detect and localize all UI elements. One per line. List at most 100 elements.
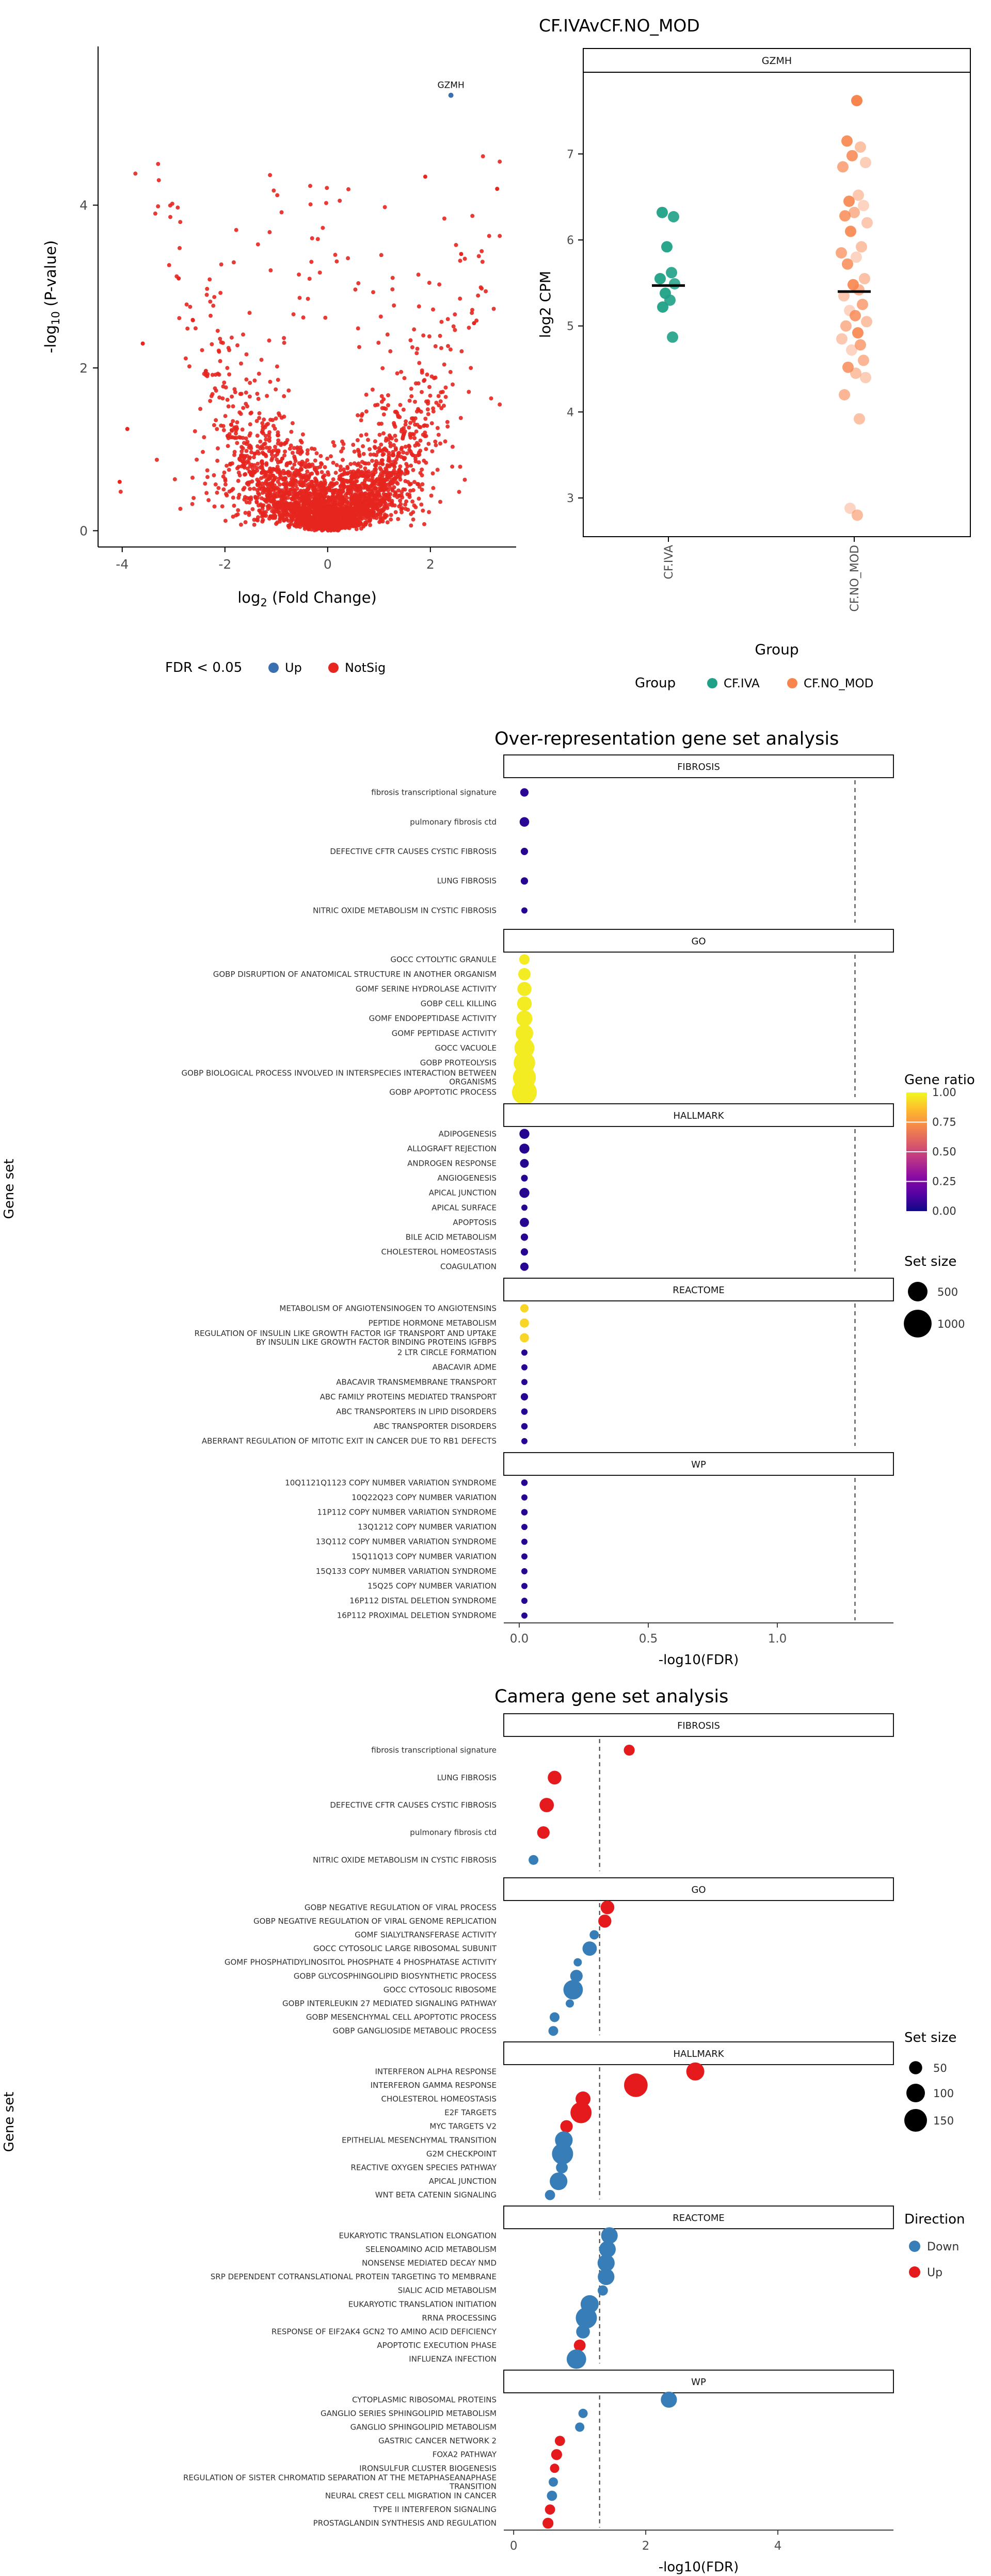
volcano-point [252, 463, 257, 468]
volcano-point [381, 431, 386, 436]
volcano-point [202, 372, 206, 376]
volcano-point [246, 460, 251, 465]
gene-set-label: CHOLESTEROL HOMEOSTASIS [381, 1247, 497, 1257]
volcano-point [390, 276, 395, 280]
volcano-point [274, 448, 278, 453]
volcano-point [308, 202, 313, 207]
volcano-point [205, 372, 210, 376]
volcano-point [388, 349, 393, 353]
volcano-point [326, 470, 330, 475]
volcano-point [410, 345, 414, 349]
volcano-point [405, 451, 409, 456]
y-axis-title: Gene set [2, 1159, 17, 1219]
volcano-point [251, 471, 256, 475]
volcano-point [359, 522, 363, 526]
volcano-point [378, 314, 383, 319]
volcano-point [299, 495, 304, 500]
volcano-point [313, 527, 318, 532]
gene-set-point [521, 1479, 528, 1486]
expression-point [846, 150, 858, 162]
volcano-point [398, 477, 403, 482]
volcano-point [217, 349, 221, 354]
volcano-point [371, 489, 375, 493]
volcano-point [381, 412, 386, 417]
volcano-point [411, 418, 416, 423]
volcano-point [243, 520, 248, 524]
volcano-point [445, 420, 450, 424]
volcano-point [393, 510, 398, 514]
volcano-point [386, 482, 390, 487]
volcano-point [457, 490, 461, 494]
volcano-point [365, 486, 370, 490]
expression-point [837, 161, 849, 173]
volcano-point [289, 506, 293, 511]
volcano-point [385, 332, 390, 337]
gene-set-label: NITRIC OXIDE METABOLISM IN CYSTIC FIBROS… [313, 906, 497, 915]
volcano-point [356, 497, 361, 502]
volcano-point [408, 436, 413, 440]
x-axis-title: Group [755, 641, 798, 658]
volcano-point [190, 318, 195, 322]
x-axis-tick-label: 0 [510, 2539, 518, 2553]
gene-set-label: REGULATION OF SISTER CHROMATID SEPARATIO… [183, 2473, 497, 2491]
volcano-point [403, 429, 407, 433]
volcano-point [299, 467, 304, 472]
volcano-point [373, 493, 378, 498]
volcano-point [257, 372, 261, 376]
ora-section-title: Over-representation gene set analysis [494, 729, 839, 749]
volcano-point [487, 234, 491, 238]
volcano-point [368, 452, 373, 457]
volcano-point [357, 484, 361, 488]
volcano-point [431, 406, 436, 411]
volcano-point [269, 458, 274, 462]
expression-point [849, 206, 860, 218]
volcano-point [373, 504, 377, 508]
volcano-point [281, 471, 286, 476]
volcano-point [318, 513, 323, 518]
gene-set-point [556, 2162, 568, 2174]
camera-section-title: Camera gene set analysis [494, 1686, 729, 1707]
volcano-point [389, 473, 393, 478]
volcano-point [390, 453, 395, 458]
volcano-point [419, 409, 423, 414]
volcano-point [421, 333, 426, 338]
volcano-point [237, 473, 242, 478]
volcano-point [267, 230, 272, 234]
gene-set-label: GOBP APOPTOTIC PROCESS [389, 1088, 497, 1097]
volcano-point [328, 483, 332, 488]
volcano-point [236, 495, 241, 500]
gene-set-label: 15Q133 COPY NUMBER VARIATION SYNDROME [316, 1567, 497, 1576]
volcano-point [498, 159, 502, 164]
volcano-point [216, 486, 221, 490]
volcano-point [470, 214, 475, 218]
volcano-point [417, 304, 421, 309]
volcano-point [222, 380, 227, 385]
volcano-point [245, 496, 250, 501]
volcano-point [299, 449, 304, 454]
expression-point [858, 355, 869, 366]
x-axis-title: -log10(FDR) [659, 1652, 739, 1668]
gene-set-label: GANGLIO SPHINGOLIPID METABOLISM [350, 2423, 497, 2432]
gene-set-point [550, 2464, 560, 2473]
volcano-point [418, 438, 423, 443]
facet-strip [503, 754, 894, 778]
gene-set-label: ADIPOGENESIS [439, 1129, 497, 1138]
gene-set-point [519, 1188, 530, 1198]
legend-swatch [268, 663, 279, 673]
volcano-point [331, 477, 335, 481]
expression-point [841, 135, 853, 147]
volcano-point [412, 327, 417, 332]
volcano-point [383, 493, 388, 498]
volcano-point [232, 425, 237, 430]
volcano-point [331, 460, 335, 465]
volcano-point [390, 287, 395, 292]
legend-size-label: 50 [933, 2062, 947, 2074]
volcano-point [454, 243, 458, 247]
volcano-point [308, 472, 313, 476]
gene-set-label: NONSENSE MEDIATED DECAY NMD [362, 2259, 497, 2268]
volcano-point [453, 328, 457, 332]
volcano-point [281, 508, 286, 513]
volcano-point [257, 481, 261, 486]
gene-set-point [570, 2102, 592, 2123]
volcano-point [289, 514, 294, 519]
